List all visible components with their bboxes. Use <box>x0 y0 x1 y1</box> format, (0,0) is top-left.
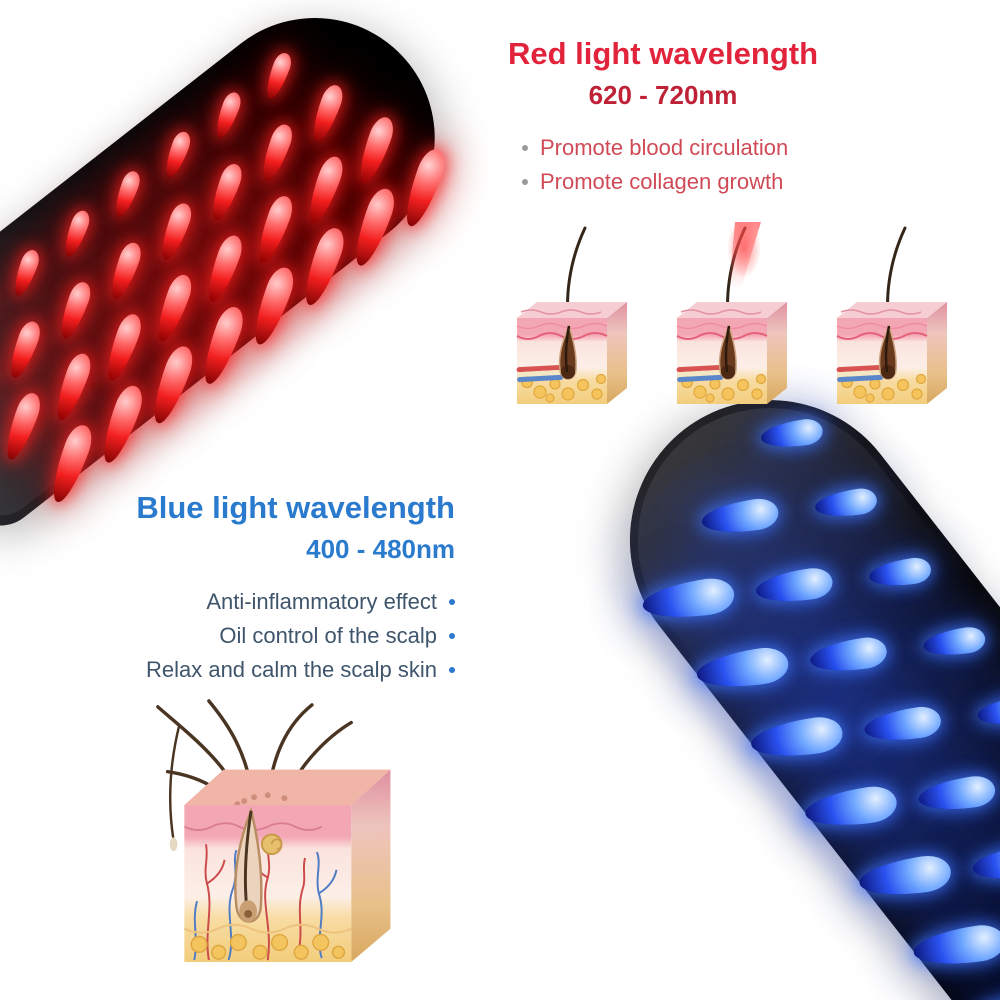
red-benefit-item: Promote collagen growth <box>522 165 838 199</box>
red-wavelength-range: 620 - 720nm <box>588 79 738 110</box>
blue-benefit-text: Relax and calm the scalp skin <box>145 656 437 682</box>
blue-section-title: Blue light wavelength <box>136 490 455 525</box>
blue-benefit-text: Oil control of the scalp <box>219 622 437 648</box>
hair-follicle-cross-section-red-light <box>674 222 789 406</box>
bullet-dot-icon <box>449 598 455 605</box>
blue-benefit-list: Anti-inflammatory effect Oil control of … <box>80 585 455 687</box>
scalp-illustration-wrap <box>150 695 415 970</box>
red-benefit-item: Promote blood circulation <box>522 131 838 165</box>
blue-benefit-item: Anti-inflammatory effect <box>80 585 455 619</box>
red-light-section: Red light wavelength 620 - 720nm Promote… <box>488 36 838 199</box>
bullet-dot-icon <box>522 144 528 151</box>
scalp-cross-section-illustration <box>156 699 391 963</box>
bullet-dot-icon <box>449 632 455 639</box>
hair-follicle-cross-section <box>834 226 949 406</box>
red-benefit-text: Promote blood circulation <box>540 134 789 160</box>
red-benefit-list: Promote blood circulation Promote collag… <box>488 131 838 199</box>
red-benefit-text: Promote collagen growth <box>540 168 784 194</box>
blue-wavelength-range: 400 - 480nm <box>306 533 455 564</box>
blue-benefit-text: Anti-inflammatory effect <box>206 588 437 614</box>
bullet-dot-icon <box>449 666 455 673</box>
red-section-title: Red light wavelength <box>507 36 819 71</box>
blue-light-comb <box>573 343 1000 1000</box>
follicle-illustration-row <box>505 222 950 407</box>
blue-light-section: Blue light wavelength 400 - 480nm Anti-i… <box>80 490 455 687</box>
bullet-dot-icon <box>522 178 528 185</box>
blue-benefit-item: Relax and calm the scalp skin <box>80 653 455 687</box>
blue-benefit-item: Oil control of the scalp <box>80 619 455 653</box>
red-light-comb <box>0 0 484 541</box>
hair-follicle-cross-section <box>514 226 629 406</box>
